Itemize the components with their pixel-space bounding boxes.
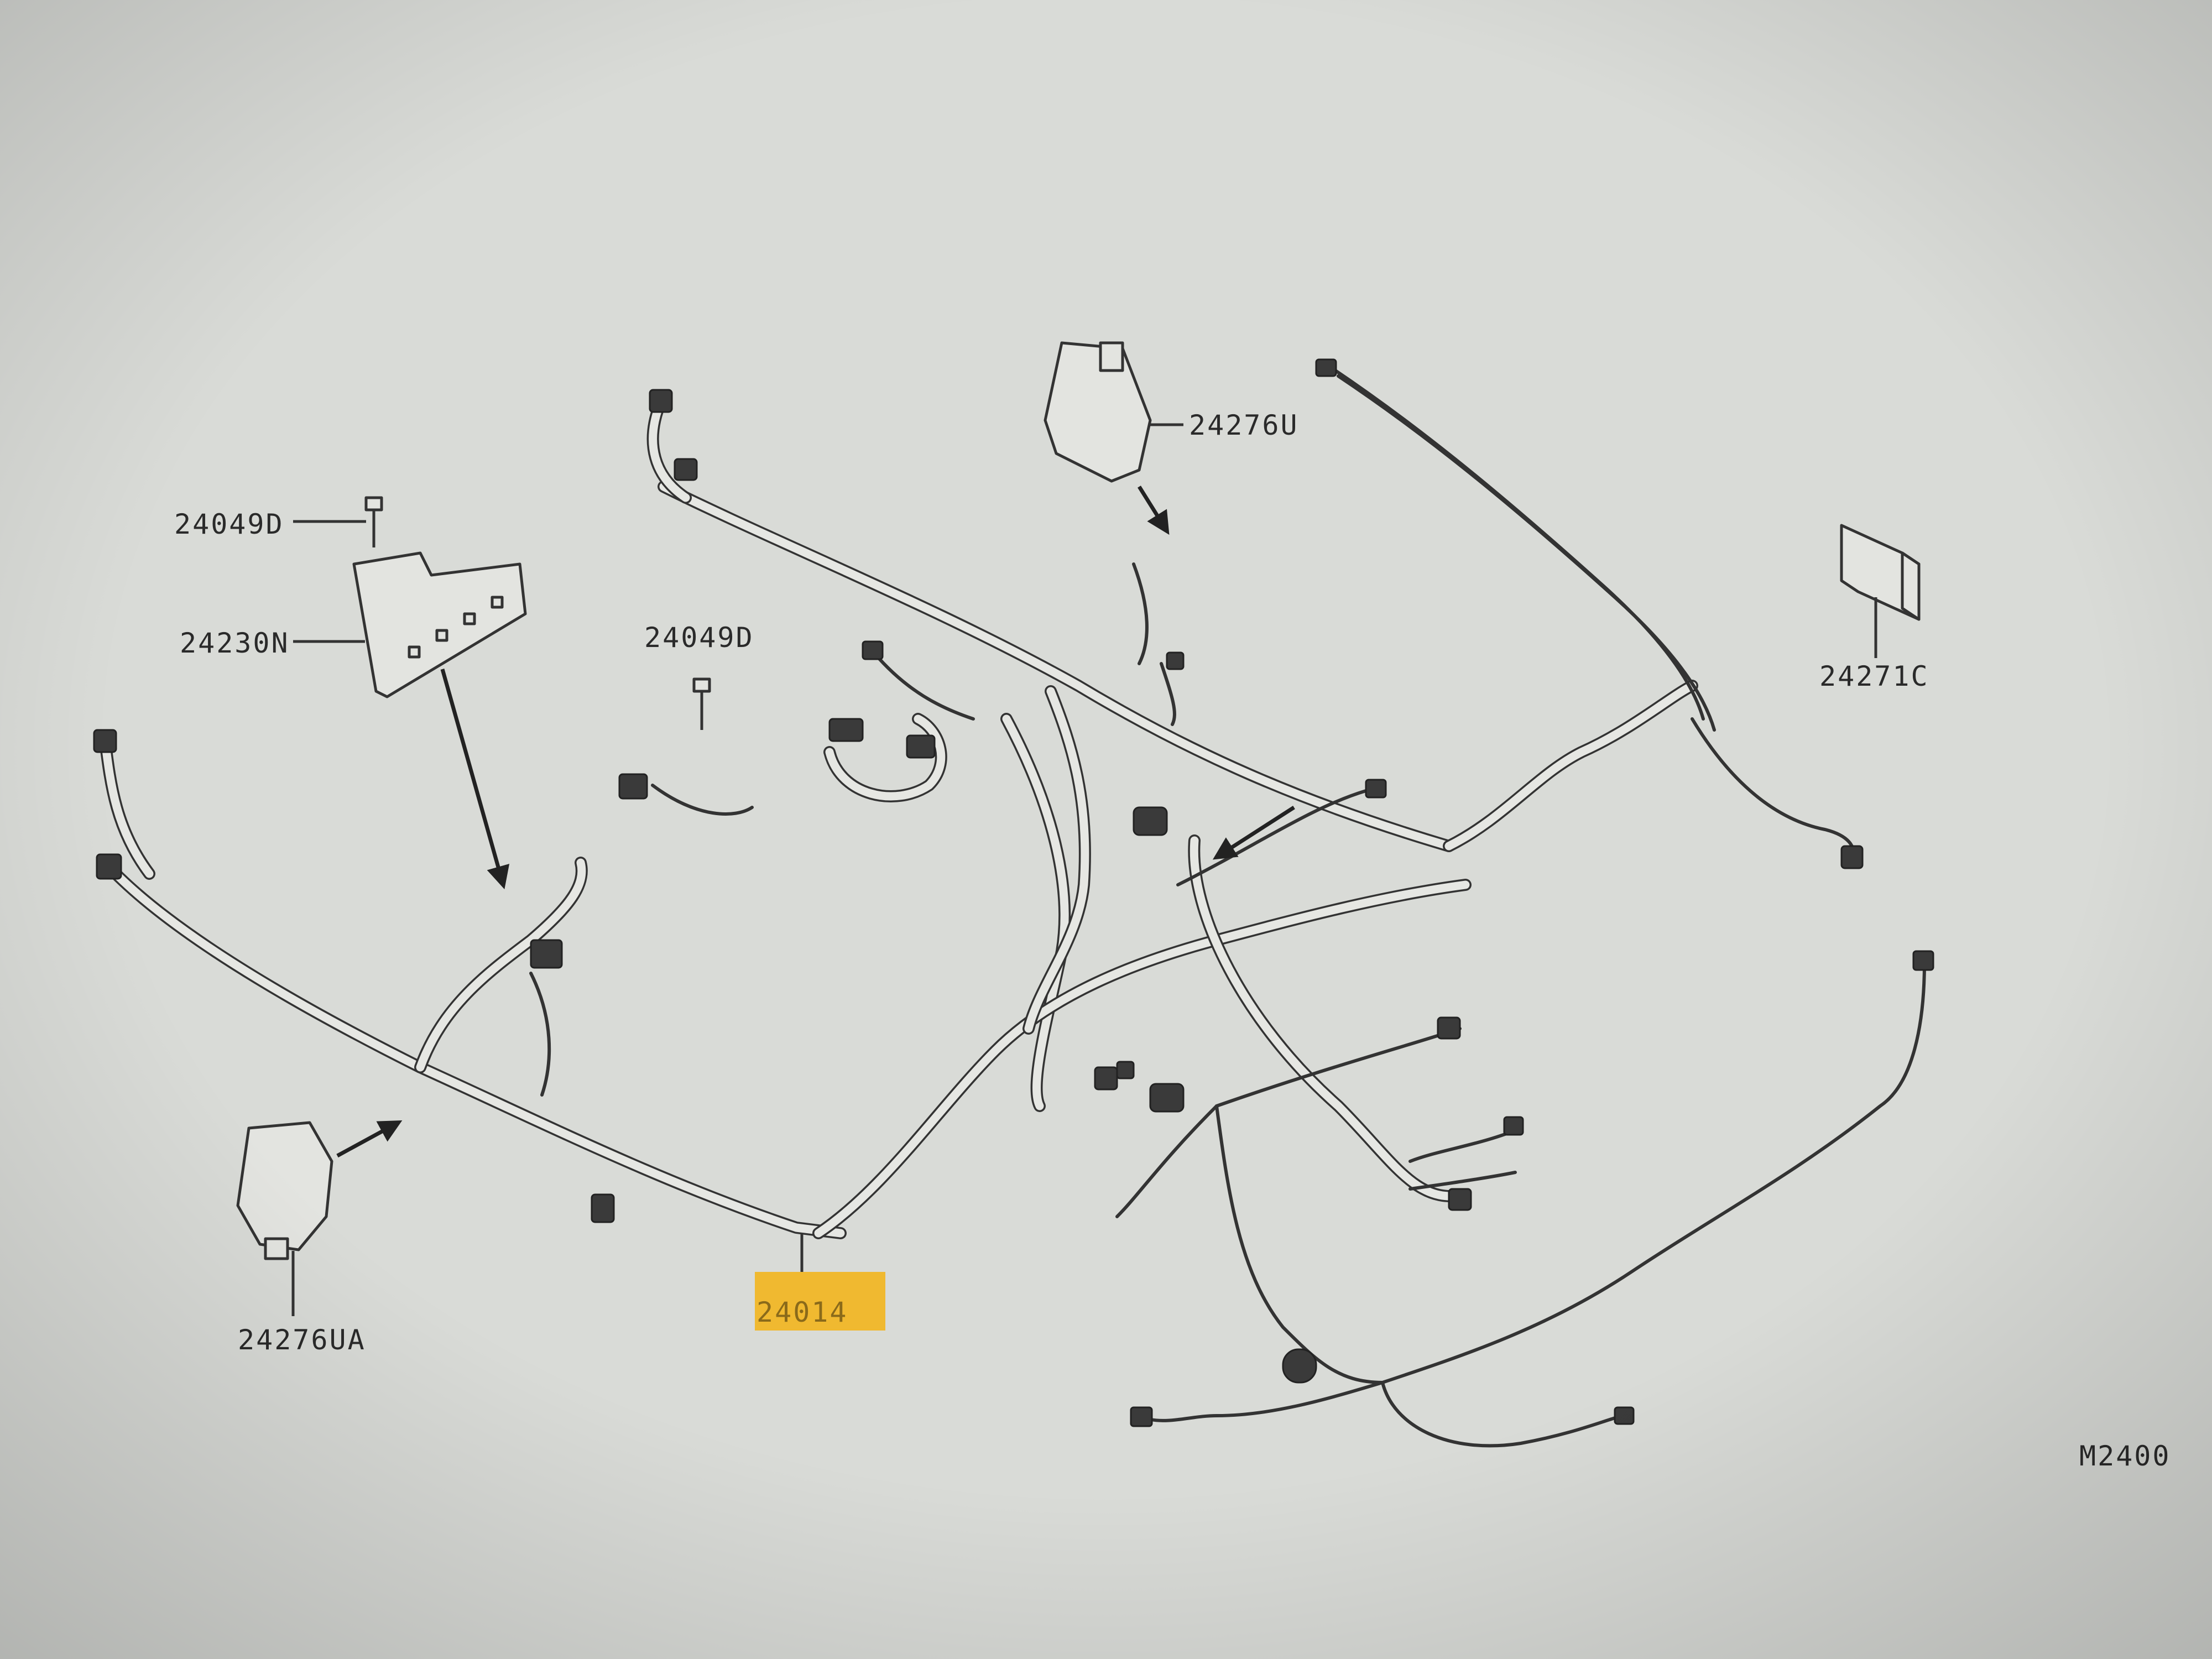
figure-code: M2400 — [2079, 1440, 2171, 1472]
label-24049d-a: 24049D — [174, 508, 284, 540]
label-24049d-b: 24049D — [644, 622, 754, 654]
label-24230n: 24230N — [180, 627, 290, 659]
label-24014: 24014 — [757, 1296, 848, 1328]
bolt-24049d-a — [364, 496, 383, 547]
module-24271c — [1840, 524, 1921, 621]
label-24276u: 24276U — [1189, 409, 1299, 441]
bolt-24049d-b — [692, 677, 711, 730]
label-24276ua: 24276UA — [238, 1324, 366, 1356]
module-24276ua — [236, 1121, 333, 1260]
connectors — [93, 358, 1934, 1427]
label-24271c: 24271C — [1819, 660, 1929, 692]
bracket-24230n — [352, 551, 527, 698]
module-24276u — [1044, 341, 1152, 483]
main-harness — [99, 403, 1698, 1239]
